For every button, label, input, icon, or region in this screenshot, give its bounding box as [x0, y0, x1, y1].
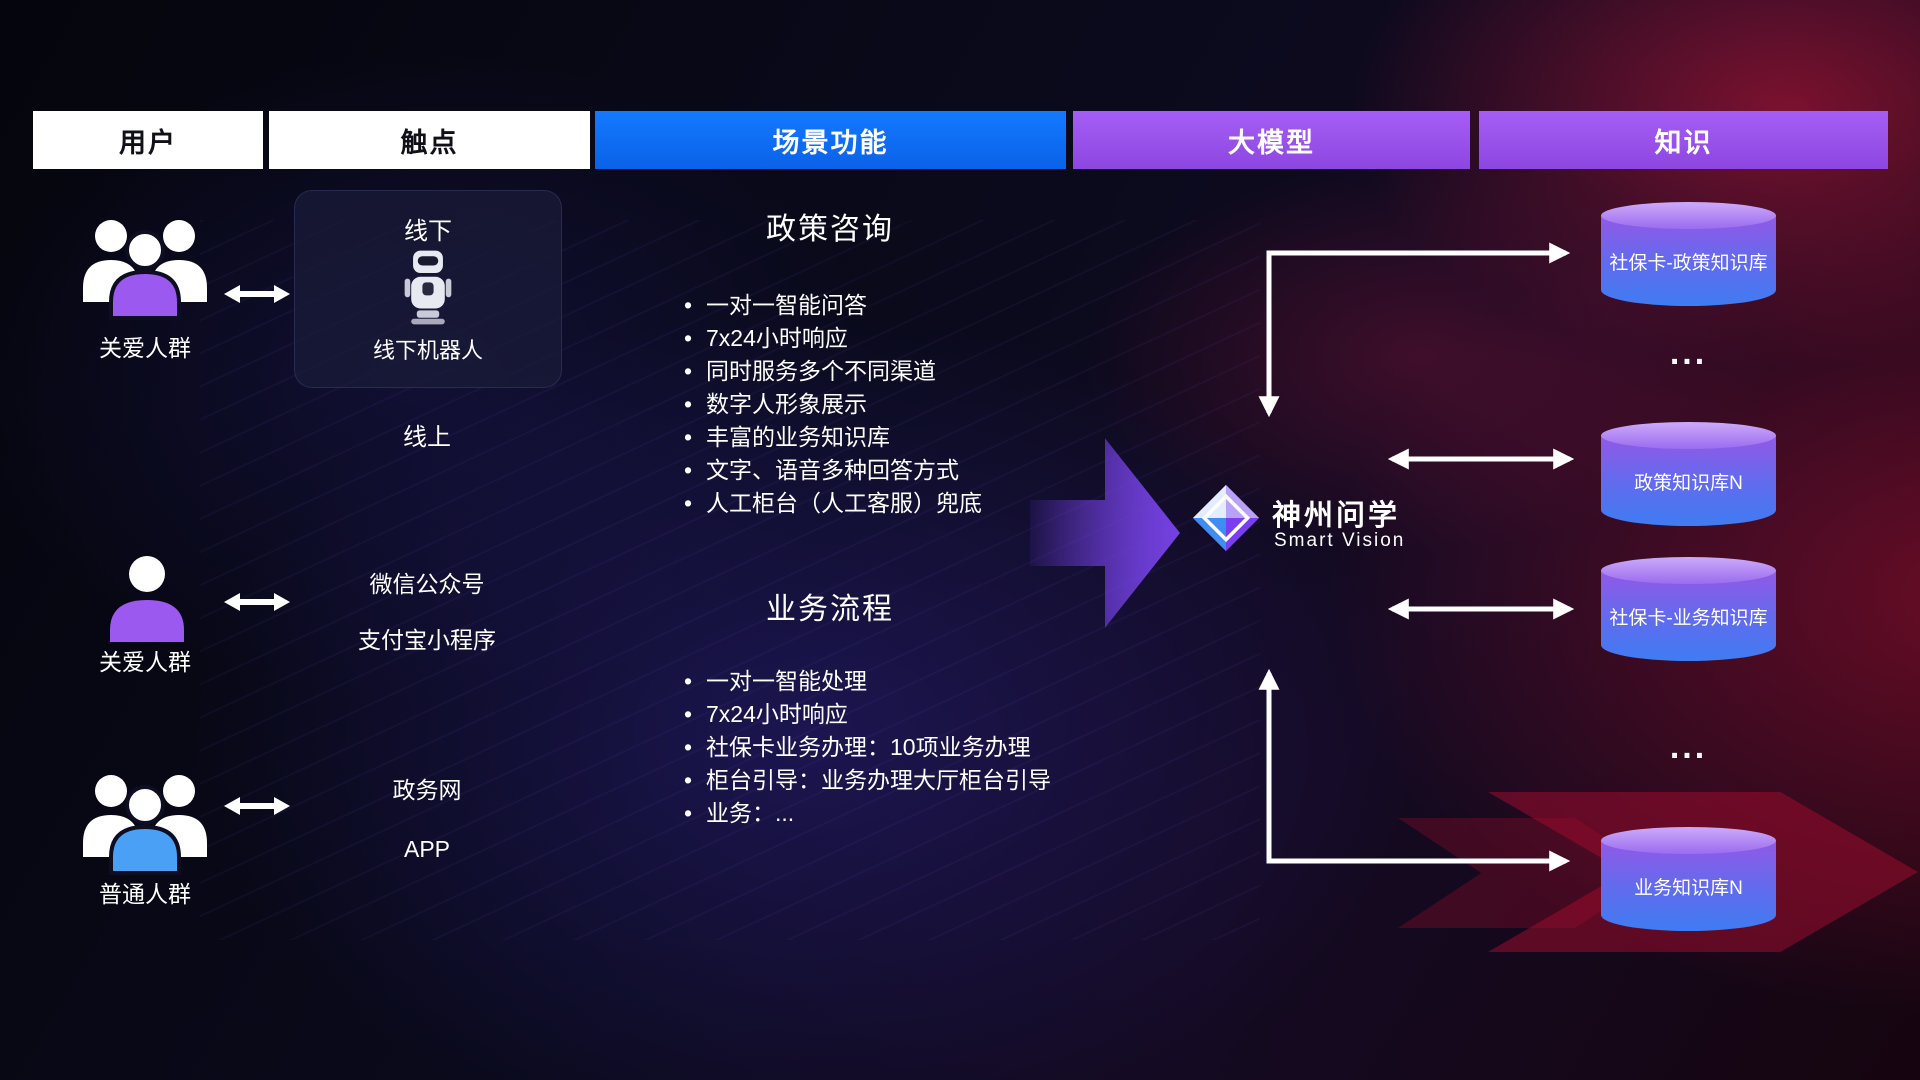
knowledge-db-label: 业务知识库N [1634, 878, 1743, 899]
offline-touchpoint-card: 线下 线下机器人 [294, 190, 562, 388]
offline-title: 线下 [404, 218, 452, 245]
knowledge-ellipsis-top: ... [1669, 334, 1708, 372]
cylinder-top [1601, 422, 1776, 449]
channel-wechat: 微信公众号 [369, 571, 485, 597]
knowledge-db-label: 社保卡-政策知识库 [1609, 253, 1768, 274]
knowledge-ellipsis-bottom: ... [1669, 728, 1708, 766]
scenario-item: 7x24小时响应 [680, 322, 1110, 355]
bidirectional-arrow-row2 [224, 593, 290, 611]
user-group-purple-icon [75, 210, 215, 325]
knowledge-db-business-n: 业务知识库N [1601, 827, 1776, 931]
channel-app: APP [403, 836, 451, 862]
robot-icon [295, 245, 561, 329]
scenario-item: 文字、语音多种回答方式 [680, 454, 1110, 487]
bidirectional-arrow-row1 [224, 285, 290, 303]
user-group-blue-icon [75, 765, 215, 880]
scenario-item: 一对一智能问答 [680, 289, 1110, 322]
scenario-item: 人工柜台（人工客服）兜底 [680, 487, 1110, 520]
online-title: 线上 [403, 424, 451, 451]
column-header-touchpoint: 触点 [269, 111, 590, 169]
knowledge-db-business-shebao: 社保卡-业务知识库 [1601, 557, 1776, 661]
column-header-scenario: 场景功能 [595, 111, 1066, 169]
offline-robot-label: 线下机器人 [372, 338, 483, 363]
scenario-policy-list: 一对一智能问答 7x24小时响应 同时服务多个不同渠道 数字人形象展示 丰富的业… [680, 289, 1110, 520]
channel-alipay: 支付宝小程序 [358, 627, 496, 653]
scenario-title-policy: 政策咨询 [766, 213, 894, 246]
scenario-item: 业务：... [680, 797, 1110, 830]
knowledge-db-label: 社保卡-业务知识库 [1609, 608, 1768, 629]
column-header-knowledge: 知识 [1479, 111, 1888, 169]
scenario-item: 同时服务多个不同渠道 [680, 355, 1110, 388]
model-name: 神州问学 [1272, 500, 1401, 532]
knowledge-db-policy-n: 政策知识库N [1601, 422, 1776, 526]
scenario-item: 数字人形象展示 [680, 388, 1110, 421]
user-row1-label: 关爱人群 [99, 335, 191, 361]
knowledge-db-policy-shebao: 社保卡-政策知识库 [1601, 202, 1776, 306]
model-subtitle: Smart Vision [1274, 530, 1406, 551]
scenario-item: 社保卡业务办理：10项业务办理 [680, 731, 1110, 764]
cylinder-body [1601, 435, 1776, 526]
scenario-business-list: 一对一智能处理 7x24小时响应 社保卡业务办理：10项业务办理 柜台引导：业务… [680, 665, 1110, 830]
cylinder-body [1601, 840, 1776, 931]
cylinder-top [1601, 557, 1776, 584]
knowledge-db-label: 政策知识库N [1634, 473, 1743, 494]
smart-vision-logo-icon [1190, 482, 1262, 559]
bidirectional-arrow-row3 [224, 797, 290, 815]
scenario-title-business: 业务流程 [766, 593, 894, 626]
cylinder-body [1601, 215, 1776, 306]
cylinder-top [1601, 827, 1776, 854]
scenario-item: 丰富的业务知识库 [680, 421, 1110, 454]
user-row3-label: 普通人群 [99, 881, 191, 907]
column-header-model: 大模型 [1073, 111, 1470, 169]
column-header-user: 用户 [33, 111, 263, 169]
scenario-item: 7x24小时响应 [680, 698, 1110, 731]
scenario-item: 柜台引导：业务办理大厅柜台引导 [680, 764, 1110, 797]
channel-gov-web: 政务网 [392, 777, 462, 803]
user-row2-label: 关爱人群 [99, 649, 191, 675]
scenario-item: 一对一智能处理 [680, 665, 1110, 698]
cylinder-body [1601, 570, 1776, 661]
user-person-purple-icon [102, 550, 192, 650]
cylinder-top [1601, 202, 1776, 229]
